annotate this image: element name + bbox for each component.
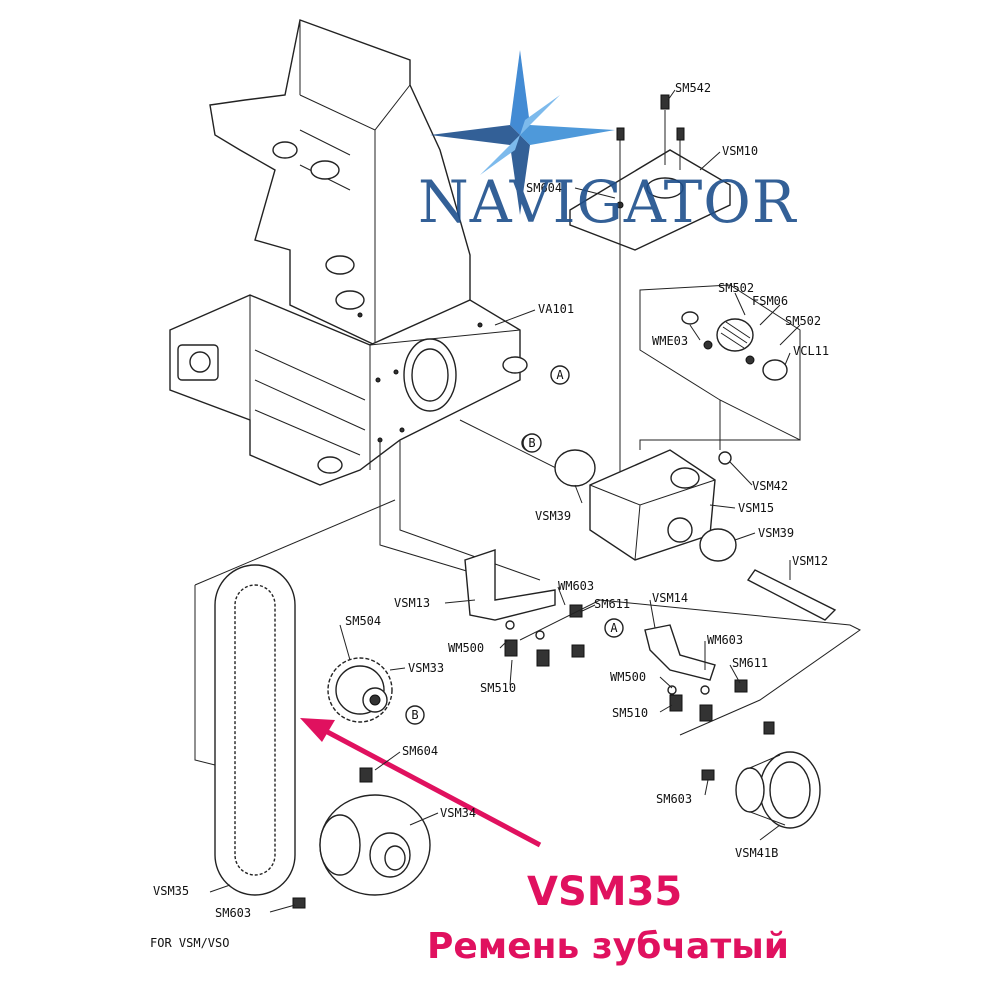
part-label: VSM10 xyxy=(722,144,758,158)
logo-text: NAVIGATOR xyxy=(418,168,798,236)
part-label: SM611 xyxy=(732,656,768,670)
bracket-vsm14 xyxy=(644,624,748,722)
part-label: WME03 xyxy=(652,334,688,348)
part-label: SM604 xyxy=(402,744,438,758)
part-label: SM504 xyxy=(345,614,381,628)
part-label: WM603 xyxy=(707,633,743,647)
navigator-logo: NAVIGATOR xyxy=(418,50,798,236)
callout-label: A xyxy=(556,368,564,382)
part-label: VSM33 xyxy=(408,661,444,675)
pulley-vsm41b xyxy=(701,721,821,829)
callout-markers: A B A B xyxy=(405,365,624,725)
callout-label: A xyxy=(610,621,618,635)
gear-vsm33 xyxy=(327,657,393,723)
part-label: VA101 xyxy=(538,302,574,316)
part-label: SM510 xyxy=(480,681,516,695)
callout-label: B xyxy=(528,436,535,450)
part-label: VSM39 xyxy=(535,509,571,523)
top-plate-vsm10 xyxy=(569,94,731,520)
part-label: VSM34 xyxy=(440,806,476,820)
part-label: SM603 xyxy=(215,906,251,920)
caption-description: Ремень зубчатый xyxy=(427,926,789,967)
base-block xyxy=(169,294,528,486)
bracket-vsm13 xyxy=(464,549,585,667)
part-label: VSM15 xyxy=(738,501,774,515)
part-label: SM542 xyxy=(675,81,711,95)
footer-note: FOR VSM/VSO xyxy=(150,936,229,950)
compass-star-icon xyxy=(430,50,615,215)
part-label: SM604 xyxy=(526,181,562,195)
part-label: WM500 xyxy=(610,670,646,684)
head-casting xyxy=(209,19,471,346)
timing-belt-vsm35 xyxy=(194,499,396,896)
part-label: VCL11 xyxy=(793,344,829,358)
part-label: VSM14 xyxy=(652,591,688,605)
part-label: SM611 xyxy=(594,597,630,611)
callout-label: B xyxy=(411,708,418,722)
part-label: SM510 xyxy=(612,706,648,720)
leader-lines xyxy=(209,89,801,913)
part-label: VSM42 xyxy=(752,479,788,493)
part-label: FSM06 xyxy=(752,294,788,308)
part-label: SM603 xyxy=(656,792,692,806)
part-labels: SM542 VSM10 SM604 SM502 FSM06 SM502 WME0… xyxy=(150,81,829,950)
gearbox-housing-vsm15 xyxy=(521,400,837,621)
caption: VSM35 Ремень зубчатый xyxy=(427,869,789,967)
part-label: VSM12 xyxy=(792,554,828,568)
part-label: WM603 xyxy=(558,579,594,593)
part-label: SM502 xyxy=(718,281,754,295)
red-arrow xyxy=(300,718,542,848)
part-label: WM500 xyxy=(448,641,484,655)
part-label: VSM39 xyxy=(758,526,794,540)
part-label: VSM35 xyxy=(153,884,189,898)
part-label: VSM13 xyxy=(394,596,430,610)
part-label: VSM41B xyxy=(735,846,778,860)
caption-code: VSM35 xyxy=(527,869,682,915)
part-label: SM502 xyxy=(785,314,821,328)
pulley-vsm34 xyxy=(292,767,431,909)
